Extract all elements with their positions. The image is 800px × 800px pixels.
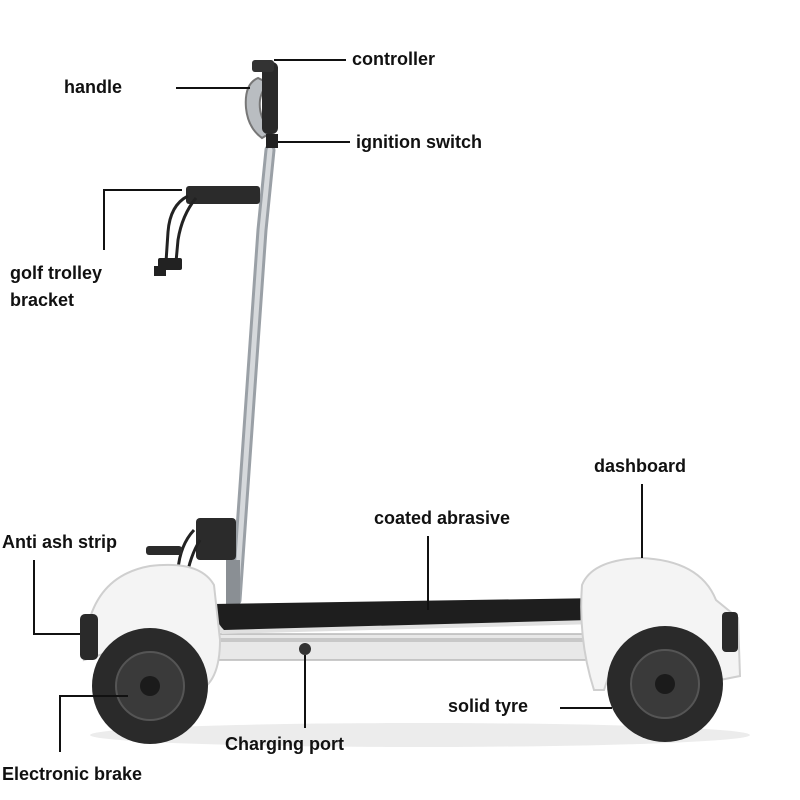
golf-trolley-bracket-label-line1: golf trolley — [10, 263, 103, 283]
electronic-brake-label: Electronic brake — [2, 764, 143, 784]
coated-abrasive-label: coated abrasive — [374, 508, 511, 528]
front-wheel-shape — [607, 626, 723, 742]
controller-label: controller — [352, 49, 436, 69]
leader-lines — [33, 59, 643, 752]
handle-pole — [226, 144, 276, 610]
golf-trolley-bracket-label-line2: bracket — [10, 290, 75, 310]
solid-tyre-label: solid tyre — [448, 696, 529, 716]
ground-shadow — [90, 723, 750, 747]
handle-label: handle — [64, 77, 123, 97]
ignition-switch-label: ignition switch — [356, 132, 482, 152]
ignition-switch-shape — [266, 134, 278, 148]
anti-ash-strip-leader — [33, 560, 80, 635]
dashboard-label: dashboard — [594, 456, 687, 476]
frame-shape — [215, 633, 607, 661]
charging-port-label: Charging port — [225, 734, 344, 754]
deck-shape — [208, 598, 605, 634]
handle-grip — [244, 60, 278, 140]
electronic-brake-leader — [59, 695, 128, 752]
golf-trolley-bracket-leader — [103, 189, 182, 250]
rear-wheel-shape — [92, 628, 208, 744]
golf-trolley-bracket-shape — [154, 186, 260, 276]
anti-ash-strip-label: Anti ash strip — [2, 532, 118, 552]
